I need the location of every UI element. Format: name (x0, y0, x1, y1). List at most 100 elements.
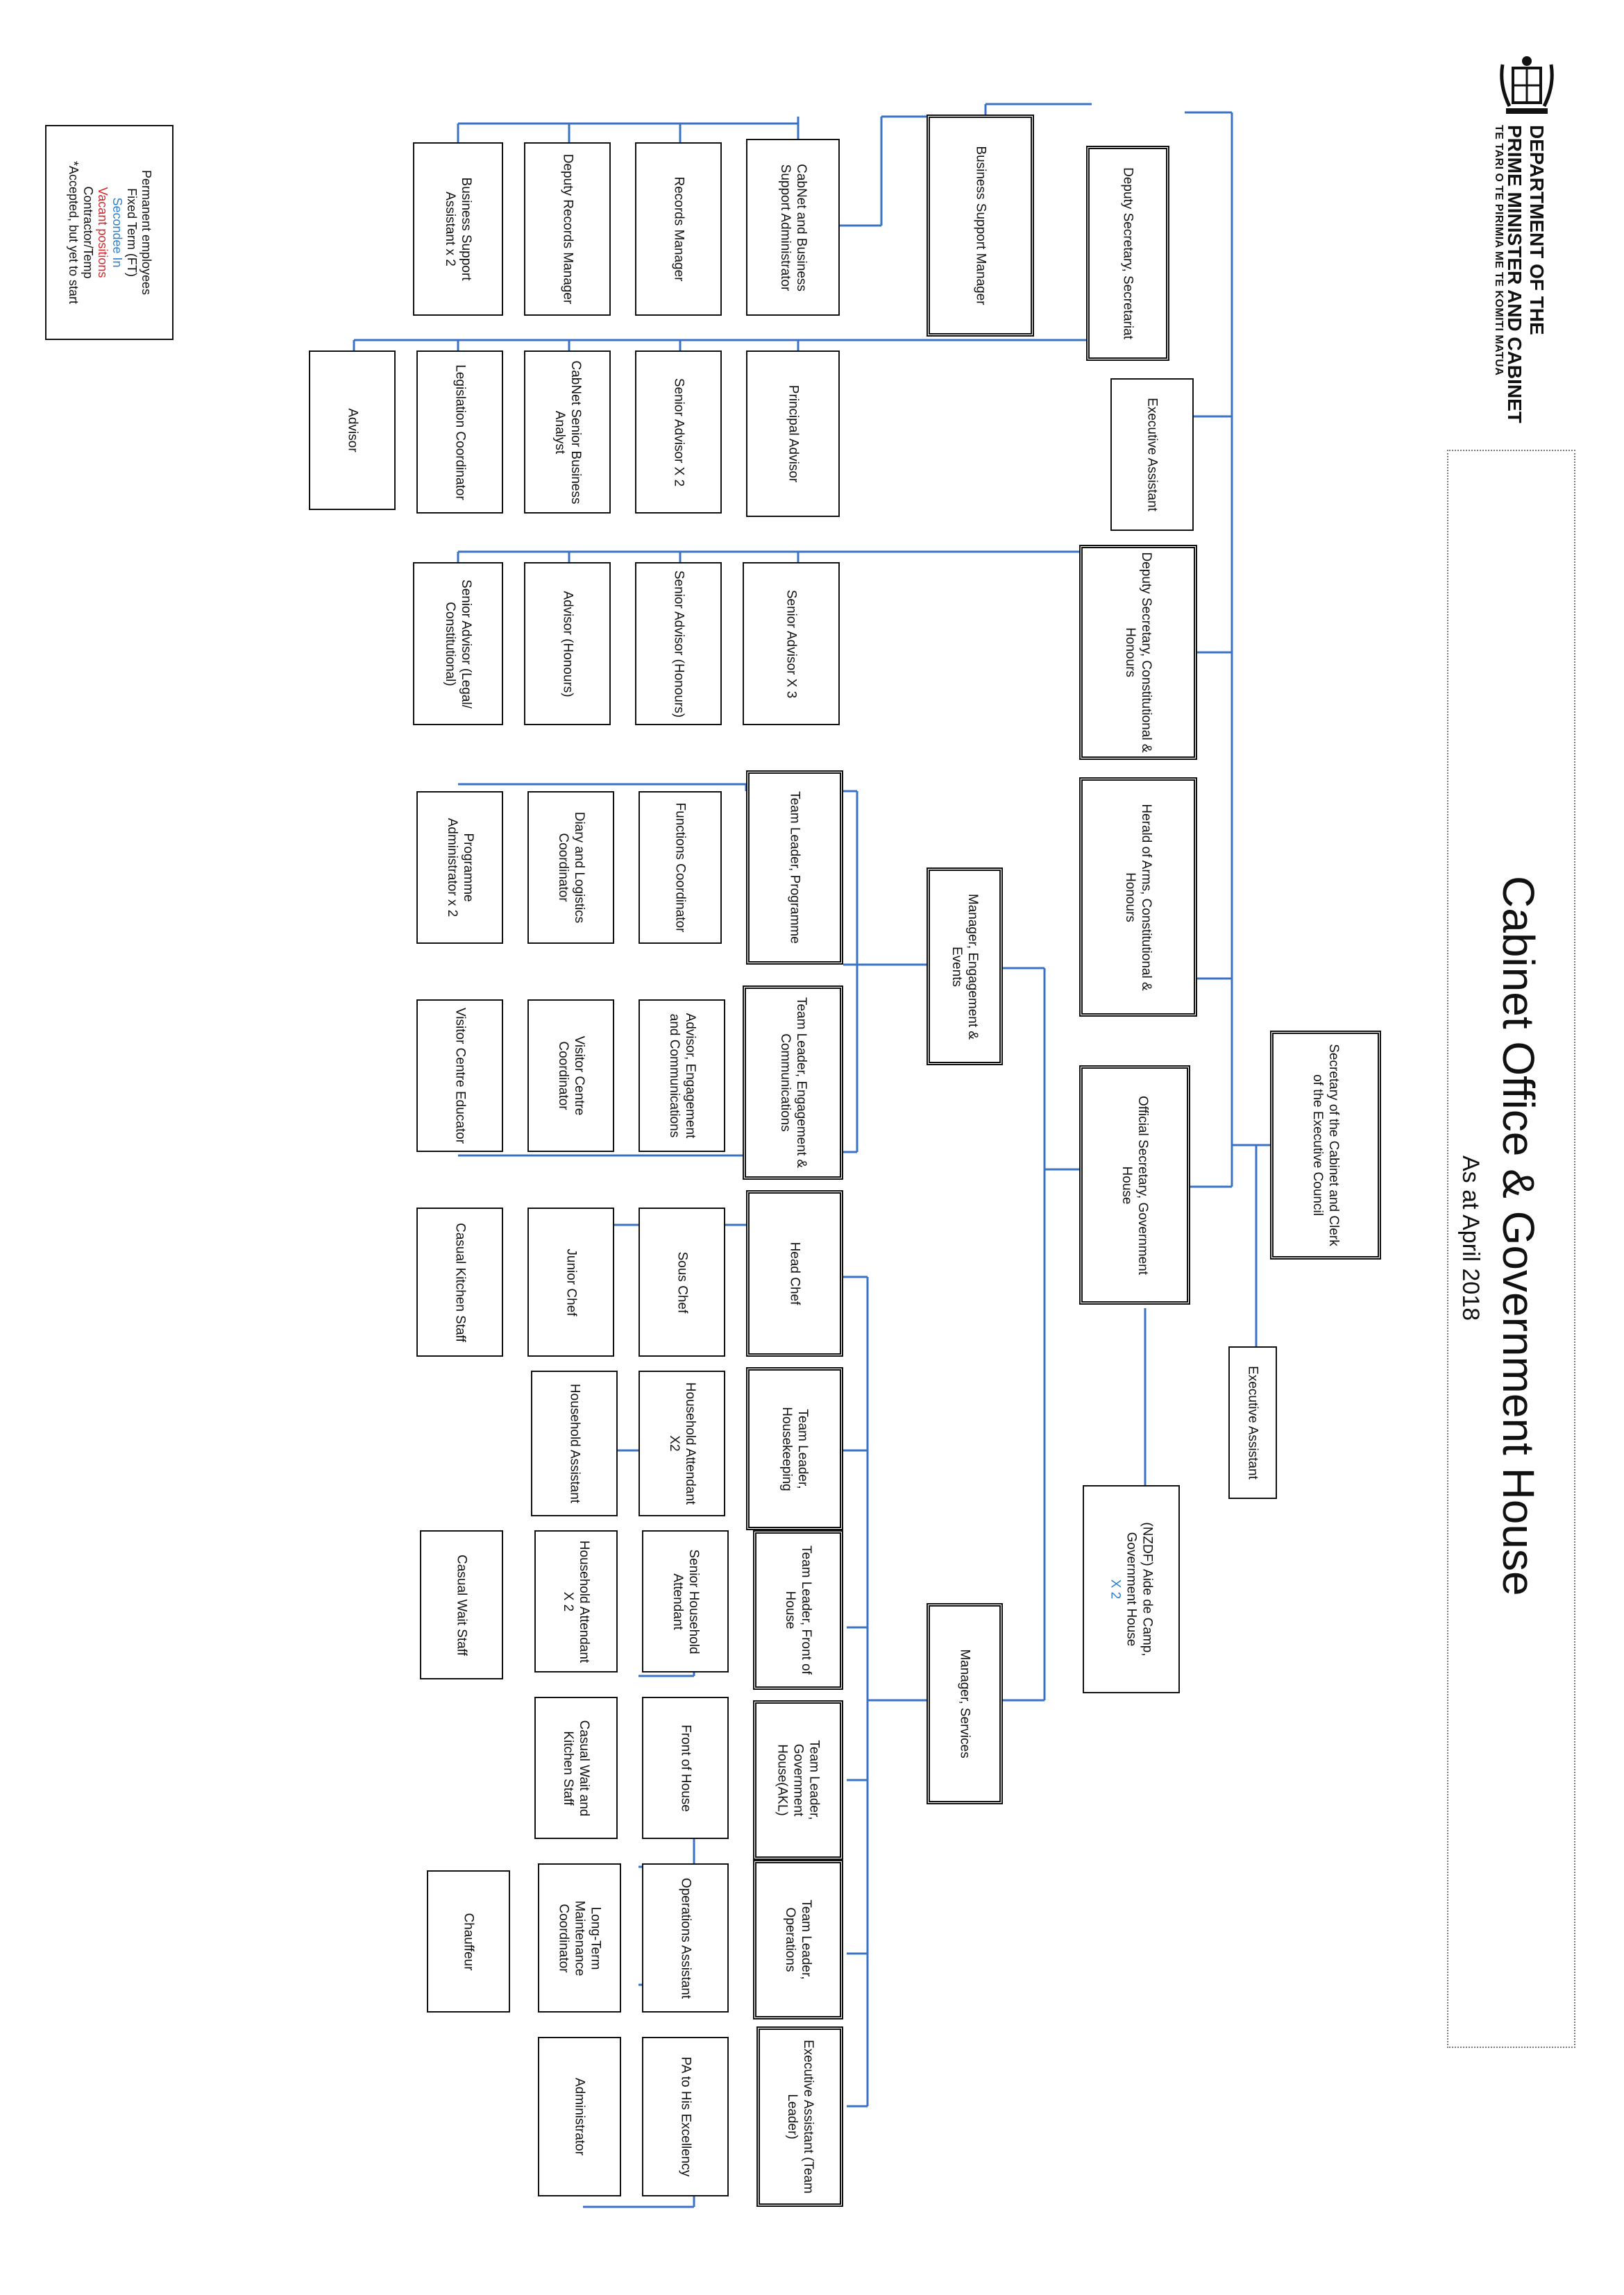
dep-sec-secretariat-label: Deputy Secretary, Secretariat (1120, 167, 1135, 339)
head-chef-box: Head Chef (746, 1190, 843, 1357)
senior-advisor-x3-box: Senior Advisor X 3 (743, 562, 840, 725)
casual-kitchen-label: Casual Kitchen Staff (452, 1222, 467, 1342)
principal-advisor-box: Principal Advisor (746, 350, 840, 517)
secretary-cabinet-label: Secretary of the Cabinet and Clerk of th… (1310, 1044, 1341, 1246)
legend-contractor: Contractor/Temp (81, 186, 95, 279)
business-support-assistant-label: Business Support Assistant x 2 (443, 177, 473, 281)
pa-excellency-box: PA to His Excellency (642, 2037, 729, 2196)
dep-sec-constitutional-label: Deputy Secretary, Constitutional & Honou… (1123, 552, 1153, 753)
legend-vacant: Vacant positions (95, 187, 110, 278)
advisor-honours-box: Advisor (Honours) (524, 562, 611, 725)
tl-housekeeping-box: Team Leader, Housekeeping (746, 1367, 843, 1530)
legend-accepted: *Accepted, but yet to start (66, 160, 81, 305)
legend-secondee: Secondee In (110, 197, 124, 268)
tl-housekeeping-label: Team Leader, Housekeeping (779, 1406, 810, 1491)
tl-akl-box: Team Leader, Government House(AKL) (753, 1700, 843, 1860)
legend-list: Permanent employees Fixed Term (FT) Seco… (66, 161, 153, 304)
senior-advisor-x2-box: Senior Advisor X 2 (635, 350, 722, 514)
herald-box: Herald of Arms, Constitutional & Honours (1079, 777, 1197, 1017)
diary-logistics-box: Diary and Logistics Coordinator (527, 791, 614, 944)
principal-advisor-label: Principal Advisor (786, 384, 800, 483)
exec-assistant-secretariat-box: Executive Assistant (1110, 378, 1194, 531)
casual-kitchen-box: Casual Kitchen Staff (416, 1208, 503, 1357)
legislation-coordinator-box: Legislation Coordinator (416, 350, 503, 514)
exec-asst-team-leader-label: Executive Assistant (Team Leader) (784, 2040, 815, 2194)
records-manager-label: Records Manager (671, 176, 686, 282)
front-of-house-box: Front of House (642, 1697, 729, 1839)
business-support-manager-label: Business Support Manager (973, 146, 988, 305)
official-secretary-label: Official Secretary, Government House (1119, 1095, 1150, 1275)
functions-coordinator-box: Functions Coordinator (638, 791, 722, 944)
herald-label: Herald of Arms, Constitutional & Honours (1123, 803, 1153, 991)
legend-box: Permanent employees Fixed Term (FT) Seco… (45, 125, 174, 340)
tl-operations-label: Team Leader, Operations (783, 1899, 813, 1980)
secretary-cabinet-box: Secretary of the Cabinet and Clerk of th… (1270, 1031, 1381, 1260)
cabnet-senior-ba-label: CabNet Senior Business Analyst (552, 360, 583, 504)
programme-admin-label: Programme Administrator x 2 (444, 818, 475, 917)
junior-chef-label: Junior Chef (564, 1248, 578, 1316)
functions-coordinator-label: Functions Coordinator (673, 802, 688, 933)
tl-engagement-box: Team Leader, Engagement & Communications (743, 985, 843, 1180)
title-frame (1447, 450, 1575, 2048)
casual-wait-box: Casual Wait Staff (420, 1530, 503, 1679)
household-assistant-box: Household Assistant (531, 1371, 618, 1516)
advisor-engagement-label: Advisor, Engagement and Communications (666, 1013, 697, 1139)
household-attendant-x2-box: Household Attendant X2 (638, 1371, 725, 1516)
aide-de-camp-count: X 2 (1108, 1579, 1123, 1600)
front-of-house-label: Front of House (678, 1724, 693, 1812)
sous-chef-label: Sous Chef (675, 1251, 689, 1313)
diary-logistics-label: Diary and Logistics Coordinator (555, 811, 586, 924)
aide-de-camp-box: (NZDF) Aide de Camp, Government House X … (1083, 1485, 1180, 1693)
tl-front-of-house-label: Team Leader, Front of House (783, 1545, 813, 1675)
official-secretary-box: Official Secretary, Government House (1079, 1065, 1190, 1305)
advisor-box: Advisor (309, 350, 396, 510)
pa-excellency-label: PA to His Excellency (678, 2056, 693, 2177)
business-support-manager-box: Business Support Manager (927, 115, 1034, 337)
advisor-engagement-box: Advisor, Engagement and Communications (638, 999, 725, 1152)
aide-de-camp-title: (NZDF) Aide de Camp, Government House (1124, 1522, 1155, 1657)
ltm-coordinator-label: Long-Term Maintenance Coordinator (556, 1900, 603, 1976)
business-support-assistant-box: Business Support Assistant x 2 (413, 142, 503, 316)
deputy-records-manager-label: Deputy Records Manager (560, 153, 575, 305)
senior-advisor-honours-box: Senior Advisor (Honours) (635, 562, 722, 725)
manager-engagement-label: Manager, Engagement & Events (949, 893, 980, 1040)
tl-operations-box: Team Leader, Operations (753, 1860, 843, 2019)
legend-fixed-term: Fixed Term (FT) (124, 188, 139, 277)
aide-de-camp-label: (NZDF) Aide de Camp, Government House X … (1108, 1492, 1156, 1686)
programme-admin-box: Programme Administrator x 2 (416, 791, 503, 944)
advisor-honours-label: Advisor (Honours) (560, 590, 575, 697)
casual-wait-kitchen-label: Casual Wait and Kitchen Staff (561, 1720, 591, 1816)
visitor-centre-coordinator-label: Visitor Centre Coordinator (555, 1035, 586, 1116)
deputy-records-manager-box: Deputy Records Manager (524, 142, 611, 316)
senior-household-attendant-box: Senior Household Attendant (642, 1530, 729, 1672)
household-attendant-x2b-label: Household Attendant X 2 (561, 1540, 591, 1663)
household-attendant-x2b-box: Household Attendant X 2 (534, 1530, 618, 1672)
legend-permanent: Permanent employees (139, 169, 153, 296)
manager-services-label: Manager, Services (957, 1649, 972, 1759)
cabnet-senior-ba-box: CabNet Senior Business Analyst (524, 350, 611, 514)
administrator-box: Administrator (538, 2037, 621, 2196)
tl-engagement-label: Team Leader, Engagement & Communications (777, 997, 809, 1169)
manager-engagement-box: Manager, Engagement & Events (927, 867, 1003, 1065)
senior-advisor-legal-box: Senior Advisor (Legal/ Constitutional) (413, 562, 503, 725)
chauffeur-label: Chauffeur (461, 1912, 476, 1971)
household-assistant-label: Household Assistant (567, 1383, 582, 1504)
visitor-centre-coordinator-box: Visitor Centre Coordinator (527, 999, 614, 1152)
head-chef-label: Head Chef (787, 1242, 802, 1305)
tl-front-of-house-box: Team Leader, Front of House (753, 1530, 843, 1690)
records-manager-box: Records Manager (635, 142, 722, 316)
crest-icon (1500, 56, 1554, 114)
senior-advisor-x2-label: Senior Advisor X 2 (671, 378, 686, 486)
junior-chef-box: Junior Chef (527, 1208, 614, 1357)
exec-assistant-secretary-box: Executive Assistant (1228, 1346, 1277, 1499)
senior-advisor-x3-label: Senior Advisor X 3 (784, 589, 799, 698)
senior-advisor-honours-label: Senior Advisor (Honours) (671, 570, 686, 718)
operations-assistant-label: Operations Assistant (678, 1877, 693, 1999)
dep-sec-constitutional-box: Deputy Secretary, Constitutional & Honou… (1079, 545, 1197, 760)
household-attendant-x2-label: Household Attendant X2 (666, 1382, 697, 1505)
cabnet-bsa-box: CabNet and Business Support Administrato… (746, 139, 840, 316)
exec-assistant-secretary-label: Executive Assistant (1245, 1366, 1260, 1480)
senior-household-attendant-label: Senior Household Attendant (670, 1548, 701, 1654)
advisor-label: Advisor (345, 408, 360, 452)
tl-programme-box: Team Leader, Programme (746, 770, 843, 965)
